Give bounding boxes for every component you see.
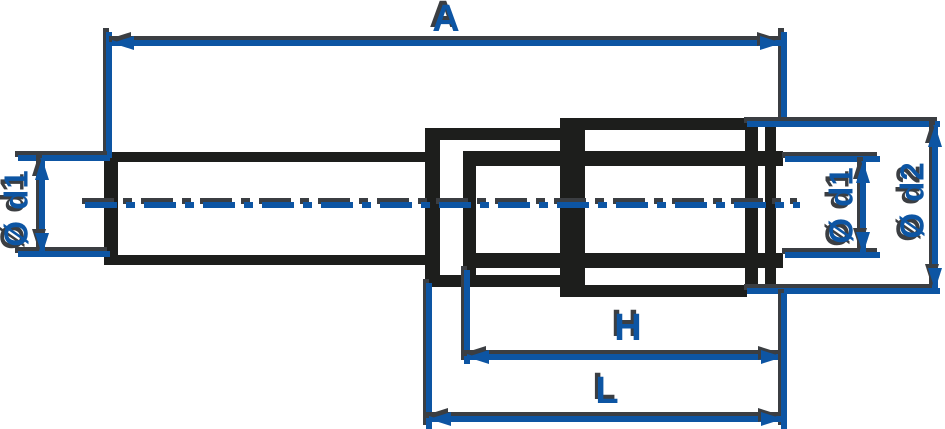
socket-top-edge (560, 118, 747, 130)
arrowhead-d1-right-top (856, 161, 870, 183)
arrowhead-A-left (112, 36, 134, 50)
ext-line-d1-right-bottom (785, 252, 880, 258)
socket-bottom-edge (560, 285, 747, 297)
arrowhead-d1-left-top (35, 158, 49, 180)
arrowhead-L-left (429, 412, 451, 426)
ext-line-H-left (464, 270, 470, 364)
ext-line-A-left (106, 32, 112, 158)
dim-label-A: A (432, 0, 460, 40)
bore-bottom-edge (463, 253, 783, 268)
arrowhead-d1-left-bottom (35, 233, 49, 255)
dim-line-A (112, 40, 782, 46)
shaft-left-face (104, 152, 118, 265)
shaft-bottom-edge (104, 255, 440, 265)
dim-line-H (467, 354, 783, 360)
shaft-top-edge (104, 152, 440, 162)
ext-line-L-left (426, 283, 432, 429)
ext-line-d2-bottom (747, 288, 940, 294)
sleeve-left-face (463, 152, 476, 285)
ext-line-d1-right-top (785, 156, 880, 162)
arrowhead-d2-bottom (928, 268, 942, 290)
centerline-shadow (82, 198, 797, 204)
dim-label-d2: Ø d2 (893, 161, 931, 239)
collar-top-edge (425, 128, 565, 140)
centerline (85, 202, 800, 208)
dim-label-d1-left: Ø d1 (0, 169, 35, 247)
ext-line-d1-left-bottom (18, 251, 110, 257)
arrowhead-H-left (467, 350, 489, 364)
dim-label-L: L (595, 370, 619, 412)
arrowhead-A-right (760, 36, 782, 50)
dim-line-L (429, 416, 783, 422)
ext-line-d1-left-top (18, 155, 110, 161)
dim-line-d2 (932, 125, 938, 290)
bore-top-edge (463, 151, 783, 166)
socket-end-inner-line (745, 125, 758, 293)
ext-line-d2-top (747, 121, 940, 127)
dim-label-d1-right: Ø d1 (822, 166, 860, 244)
arrowhead-d1-right-bottom (856, 232, 870, 254)
ext-line-right-shared (781, 293, 787, 429)
arrowhead-d2-top (928, 125, 942, 147)
arrowhead-L-right (761, 412, 783, 426)
dim-line-d1-left (39, 158, 45, 255)
dim-label-H: H (614, 307, 642, 349)
socket-end-face-line (765, 125, 776, 293)
ext-line-A-right (781, 32, 787, 124)
dim-line-d1-right (860, 161, 866, 254)
arrowhead-H-right (761, 350, 783, 364)
